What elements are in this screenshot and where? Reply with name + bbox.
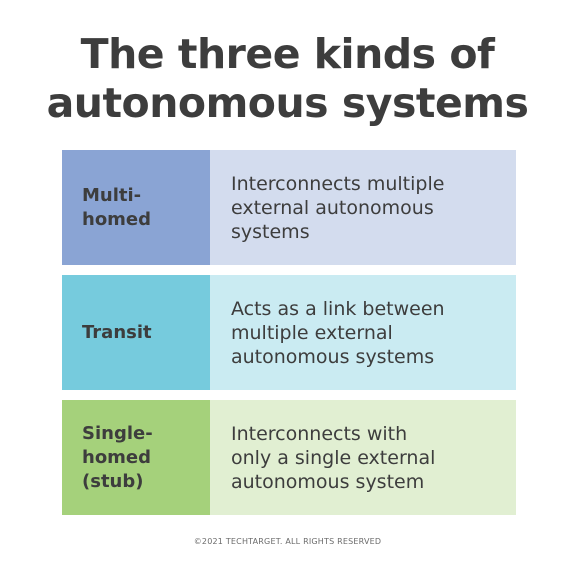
table-row-multi-homed: Multi- homed Interconnects multiple exte… xyxy=(62,150,516,265)
title-line-1: The three kinds of xyxy=(80,30,495,78)
row-label: Multi- homed xyxy=(62,150,210,265)
row-description: Interconnects multiple external autonomo… xyxy=(210,150,516,265)
row-description: Acts as a link between multiple external… xyxy=(210,275,516,390)
page-title: The three kinds of autonomous systems xyxy=(0,30,575,128)
table-row-transit: Transit Acts as a link between multiple … xyxy=(62,275,516,390)
table-row-single-homed: Single- homed (stub) Interconnects with … xyxy=(62,400,516,515)
title-line-2: autonomous systems xyxy=(46,79,529,127)
systems-table: Multi- homed Interconnects multiple exte… xyxy=(62,150,516,525)
copyright-footer: ©2021 TECHTARGET. ALL RIGHTS RESERVED xyxy=(193,537,382,546)
row-label: Single- homed (stub) xyxy=(62,400,210,515)
row-description: Interconnects with only a single externa… xyxy=(210,400,516,515)
row-label: Transit xyxy=(62,275,210,390)
